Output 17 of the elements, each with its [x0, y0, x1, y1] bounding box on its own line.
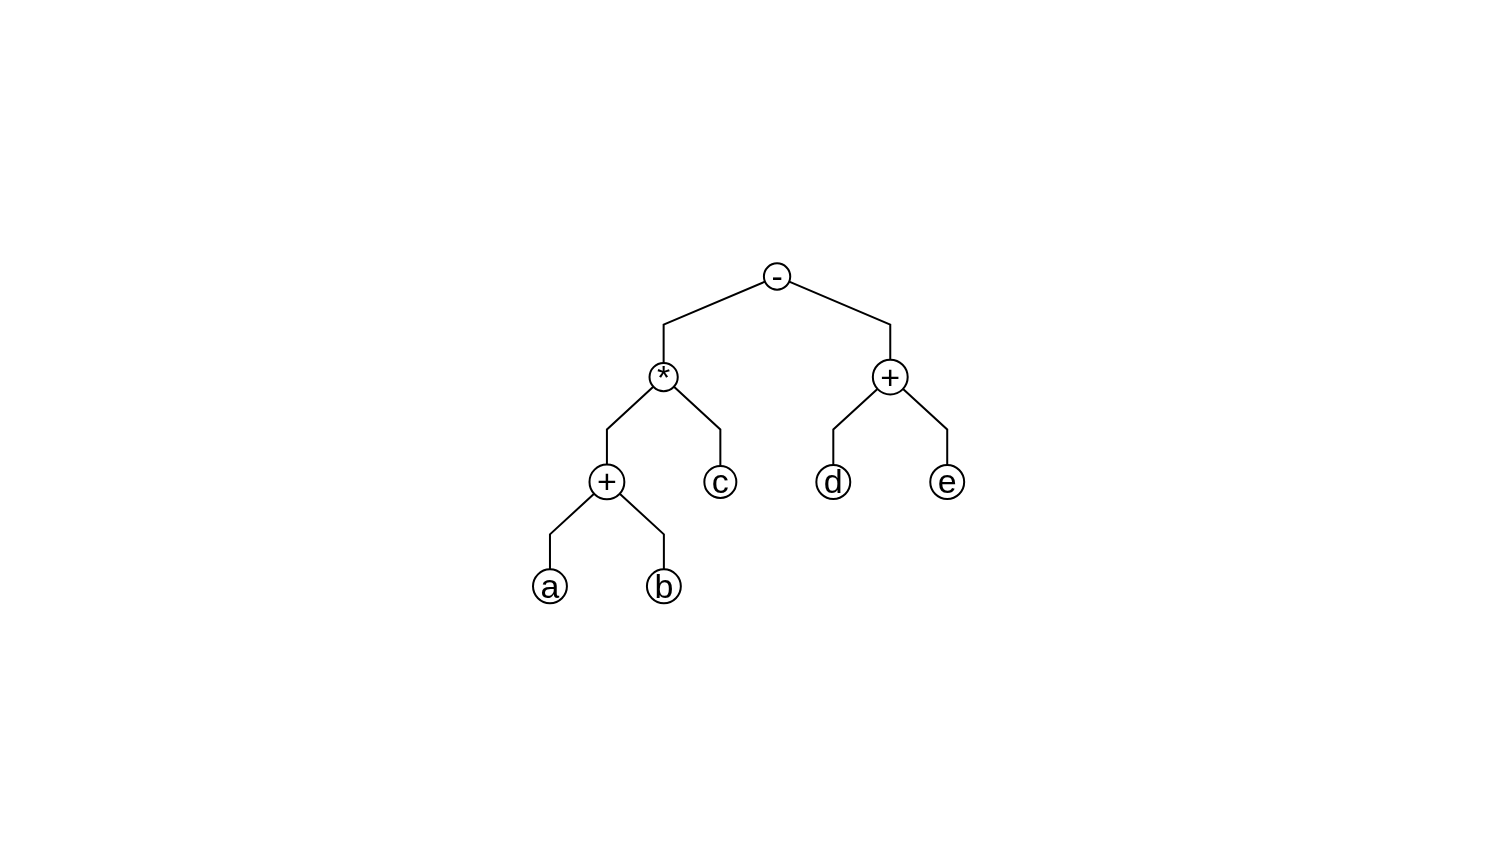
connector: [902, 387, 949, 467]
connector: [788, 280, 892, 361]
connector: [672, 385, 722, 467]
node-circle: c: [703, 465, 738, 499]
node-circle: *: [648, 362, 679, 393]
connector: [832, 387, 879, 467]
node-circle: d: [815, 464, 852, 500]
node-circle: +: [588, 463, 626, 501]
node-circle: b: [645, 568, 682, 605]
connector: [605, 385, 655, 466]
node-circle: e: [929, 464, 966, 500]
connector: [618, 492, 665, 571]
connector: [548, 492, 595, 571]
node-circle: +: [871, 358, 909, 396]
node-circle: -: [762, 262, 792, 291]
node-circle: a: [531, 568, 568, 605]
connector: [662, 280, 766, 365]
